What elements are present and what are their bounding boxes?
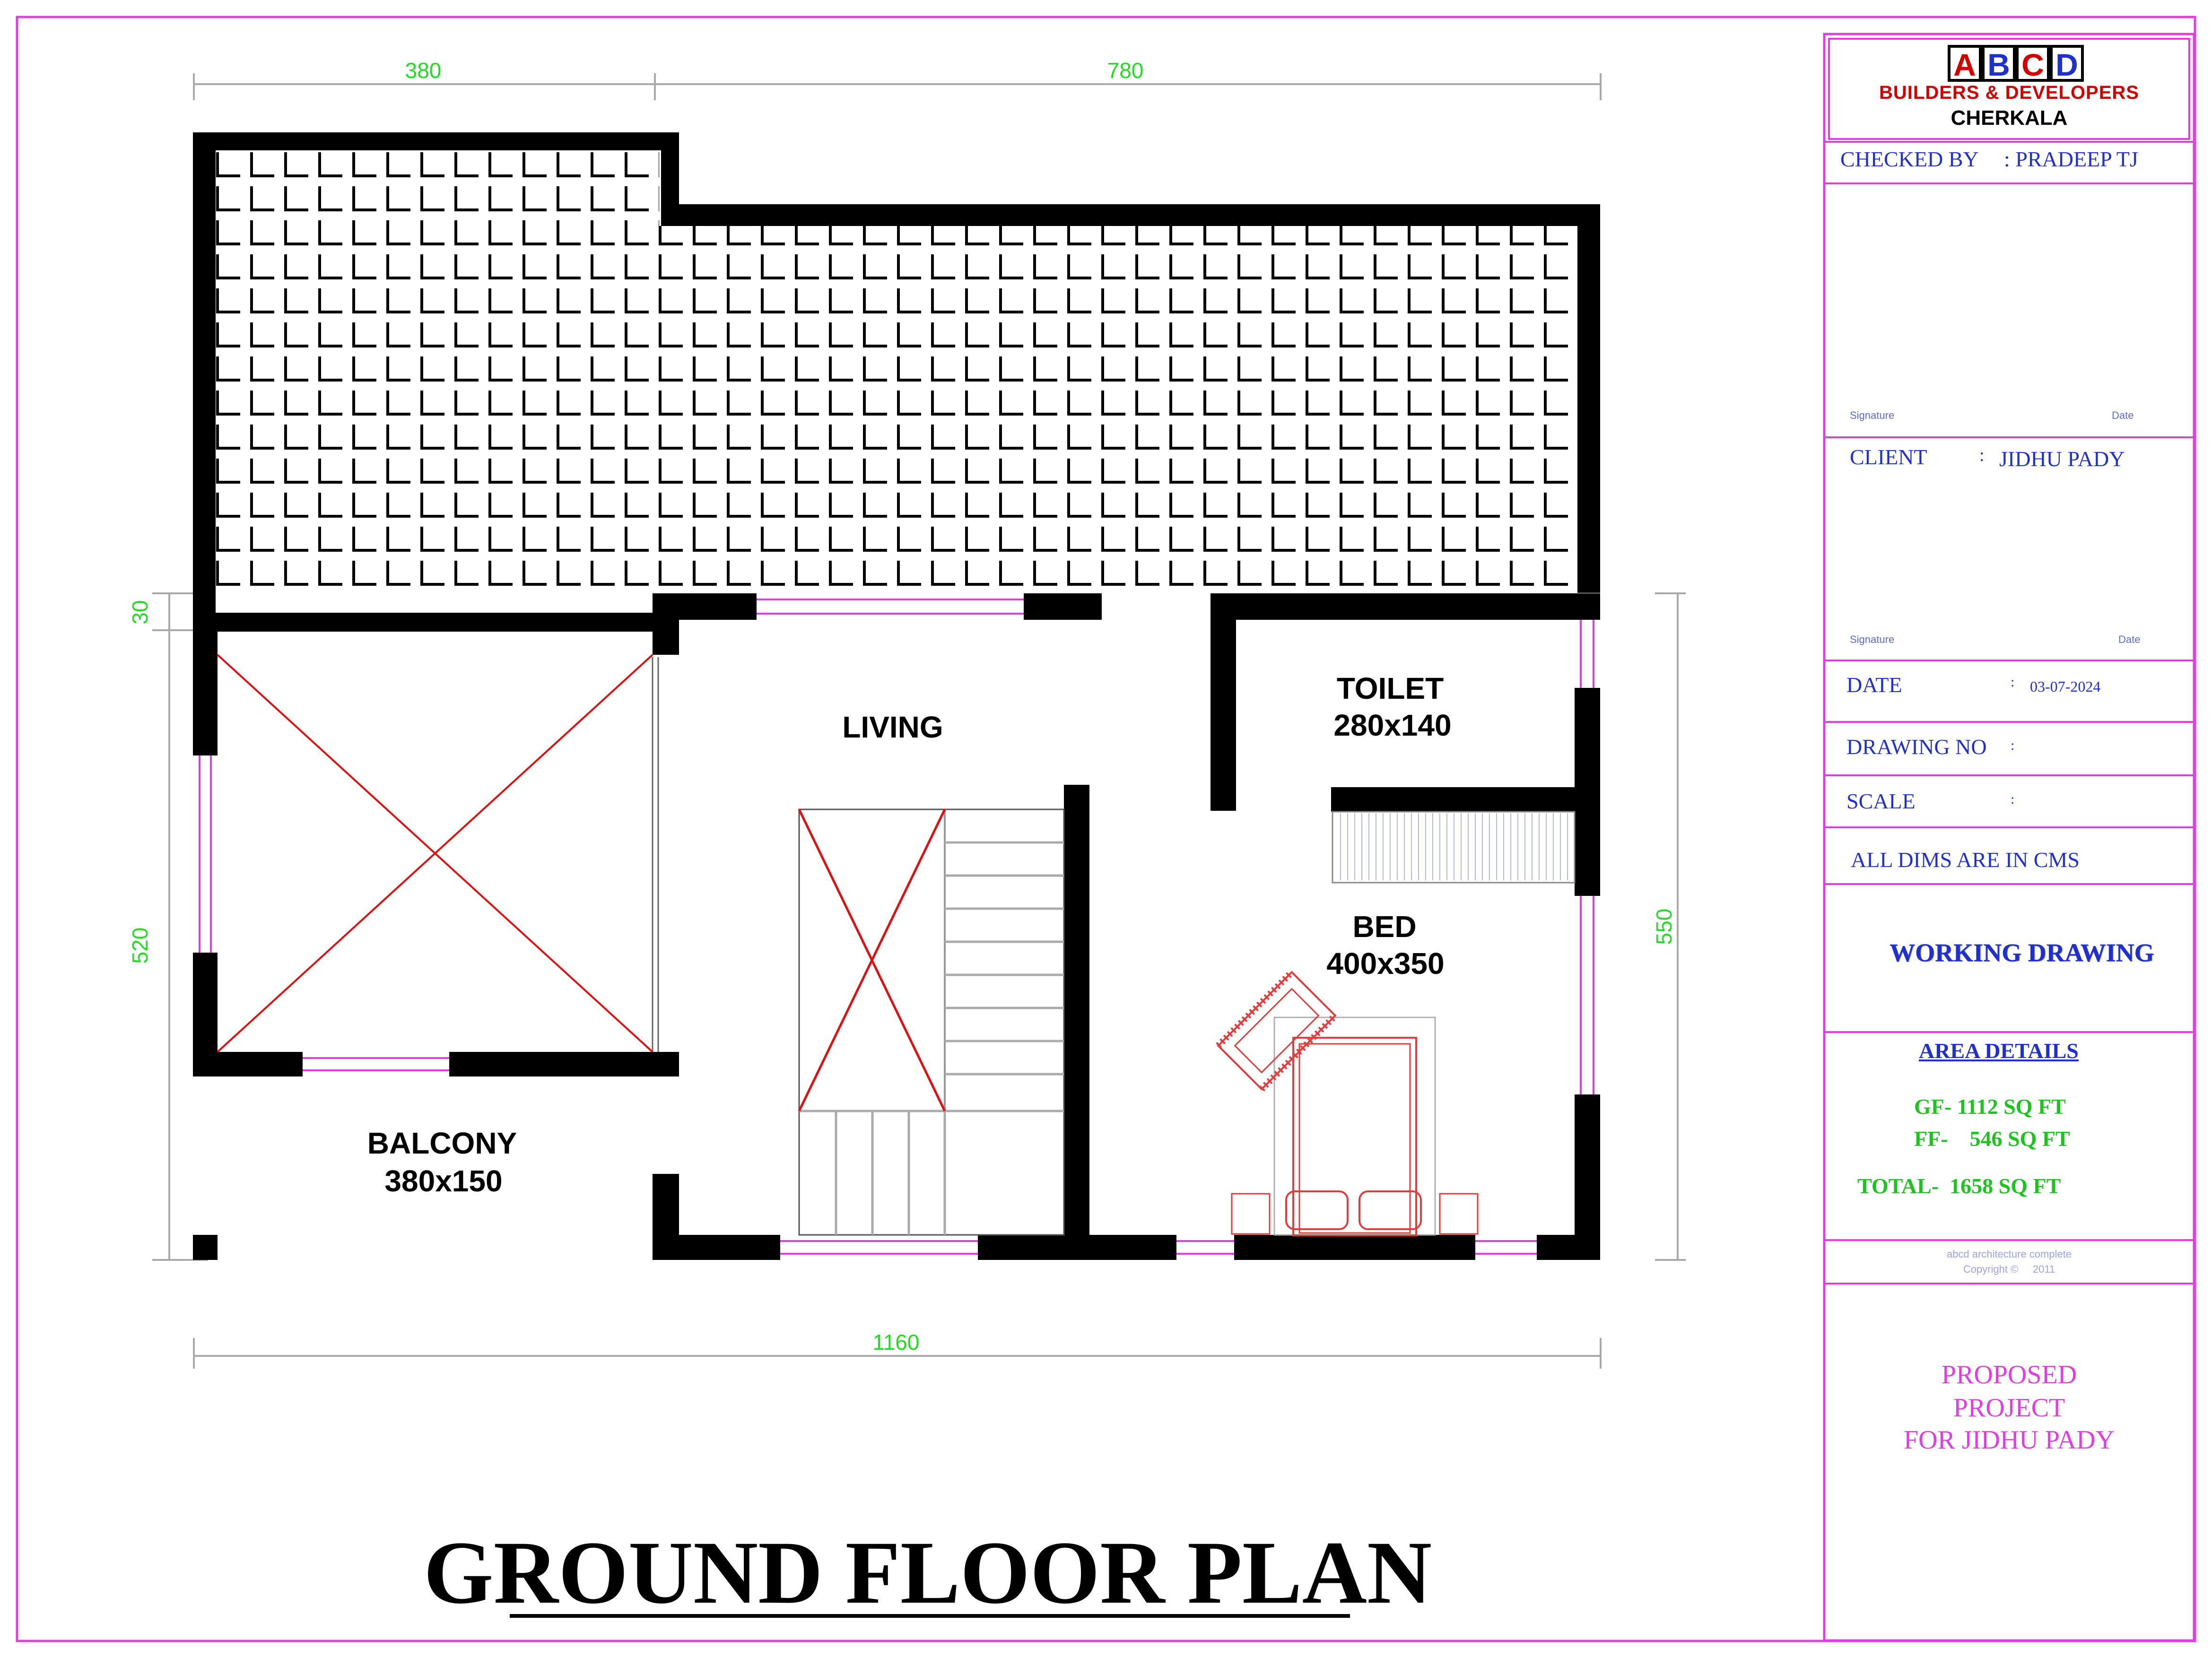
dim-left-lower: 520 <box>128 928 152 964</box>
logo-box-a <box>1948 45 1982 82</box>
checked-date-label: Date <box>2112 409 2134 421</box>
title-block-frame <box>1823 33 2195 1642</box>
walls <box>193 132 1600 1260</box>
client-label: CLIENT <box>1850 445 1927 469</box>
project-line3: FOR JIDHU PADY <box>1903 1425 2115 1455</box>
copyright-line1: abcd architecture complete <box>1946 1248 2072 1260</box>
project-line2: PROJECT <box>1953 1393 2065 1423</box>
logo-letter-c: C <box>2021 47 2044 82</box>
room-bed-size: 400x350 <box>1326 946 1444 981</box>
logo-letter-b: B <box>1987 47 2010 82</box>
roof-tiles <box>215 149 1578 590</box>
client-date-label: Date <box>2118 634 2141 645</box>
dim-top-right: 780 <box>1107 58 1144 83</box>
logo-box-b <box>1982 45 2016 82</box>
dims-note: ALL DIMS ARE IN CMS <box>1851 848 2080 872</box>
dim-right: 550 <box>1652 909 1676 945</box>
room-labels: LIVING TOILET 280x140 BED 400x350 BALCON… <box>367 671 1452 1198</box>
logo-letter-d: D <box>2055 47 2078 82</box>
dim-bottom: 1160 <box>873 1330 920 1354</box>
dim-left-upper: 30 <box>128 600 152 624</box>
windows <box>199 599 1594 1255</box>
wardrobe <box>1332 811 1576 884</box>
room-toilet-size: 280x140 <box>1333 708 1451 742</box>
area-details-title: AREA DETAILS <box>1919 1039 2079 1063</box>
logo-letter-a: A <box>1953 47 1976 82</box>
company-city: CHERKALA <box>1951 106 2068 130</box>
area-total: TOTAL- 1658 SQ FT <box>1857 1174 2061 1198</box>
logo-box-c <box>2016 45 2050 82</box>
title-block-dividers <box>1824 141 2194 1285</box>
client-signature-label: Signature <box>1850 634 1895 645</box>
checked-by-value: : PRADEEP TJ <box>2004 147 2138 171</box>
staircase <box>798 808 1065 1236</box>
bed-furniture <box>1216 970 1479 1236</box>
area-ff: FF- 546 SQ FT <box>1914 1127 2070 1151</box>
open-below-cross <box>217 654 659 1053</box>
room-living: LIVING <box>842 710 943 744</box>
area-gf: GF- 1112 SQ FT <box>1914 1094 2066 1119</box>
scale-colon: : <box>2011 791 2015 807</box>
project-line1: PROPOSED <box>1941 1360 2077 1389</box>
plan-title: GROUND FLOOR PLAN <box>424 1523 1432 1623</box>
dimension-texts: 380 780 1160 30 520 550 <box>128 58 1676 1354</box>
dim-top-left: 380 <box>405 58 442 83</box>
scale-label: SCALE <box>1846 789 1916 813</box>
room-balcony-size: 380x150 <box>384 1164 502 1198</box>
date-label: DATE <box>1846 673 1902 697</box>
logo-frame <box>1828 38 2190 140</box>
room-balcony-name: BALCONY <box>367 1126 517 1160</box>
company-name: BUILDERS & DEVELOPERS <box>1879 82 2139 103</box>
room-toilet-name: TOILET <box>1337 671 1444 705</box>
logo: A B C D <box>1948 45 2084 82</box>
drawing-no-label: DRAWING NO <box>1846 735 1987 759</box>
date-value: 03-07-2024 <box>2030 678 2101 695</box>
date-colon: : <box>2011 674 2015 690</box>
checked-by-label: CHECKED BY <box>1840 147 1979 171</box>
client-colon: : <box>1979 445 1985 465</box>
room-bed-name: BED <box>1352 910 1416 944</box>
client-value: JIDHU PADY <box>1999 447 2125 471</box>
copyright-line2: Copyright © 2011 <box>1963 1263 2055 1275</box>
working-drawing: WORKING DRAWING <box>1890 938 2154 967</box>
logo-box-d <box>2050 45 2084 82</box>
drawing-no-colon: : <box>2011 738 2015 753</box>
dimension-lines <box>152 73 1686 1369</box>
checked-signature-label: Signature <box>1850 409 1895 421</box>
